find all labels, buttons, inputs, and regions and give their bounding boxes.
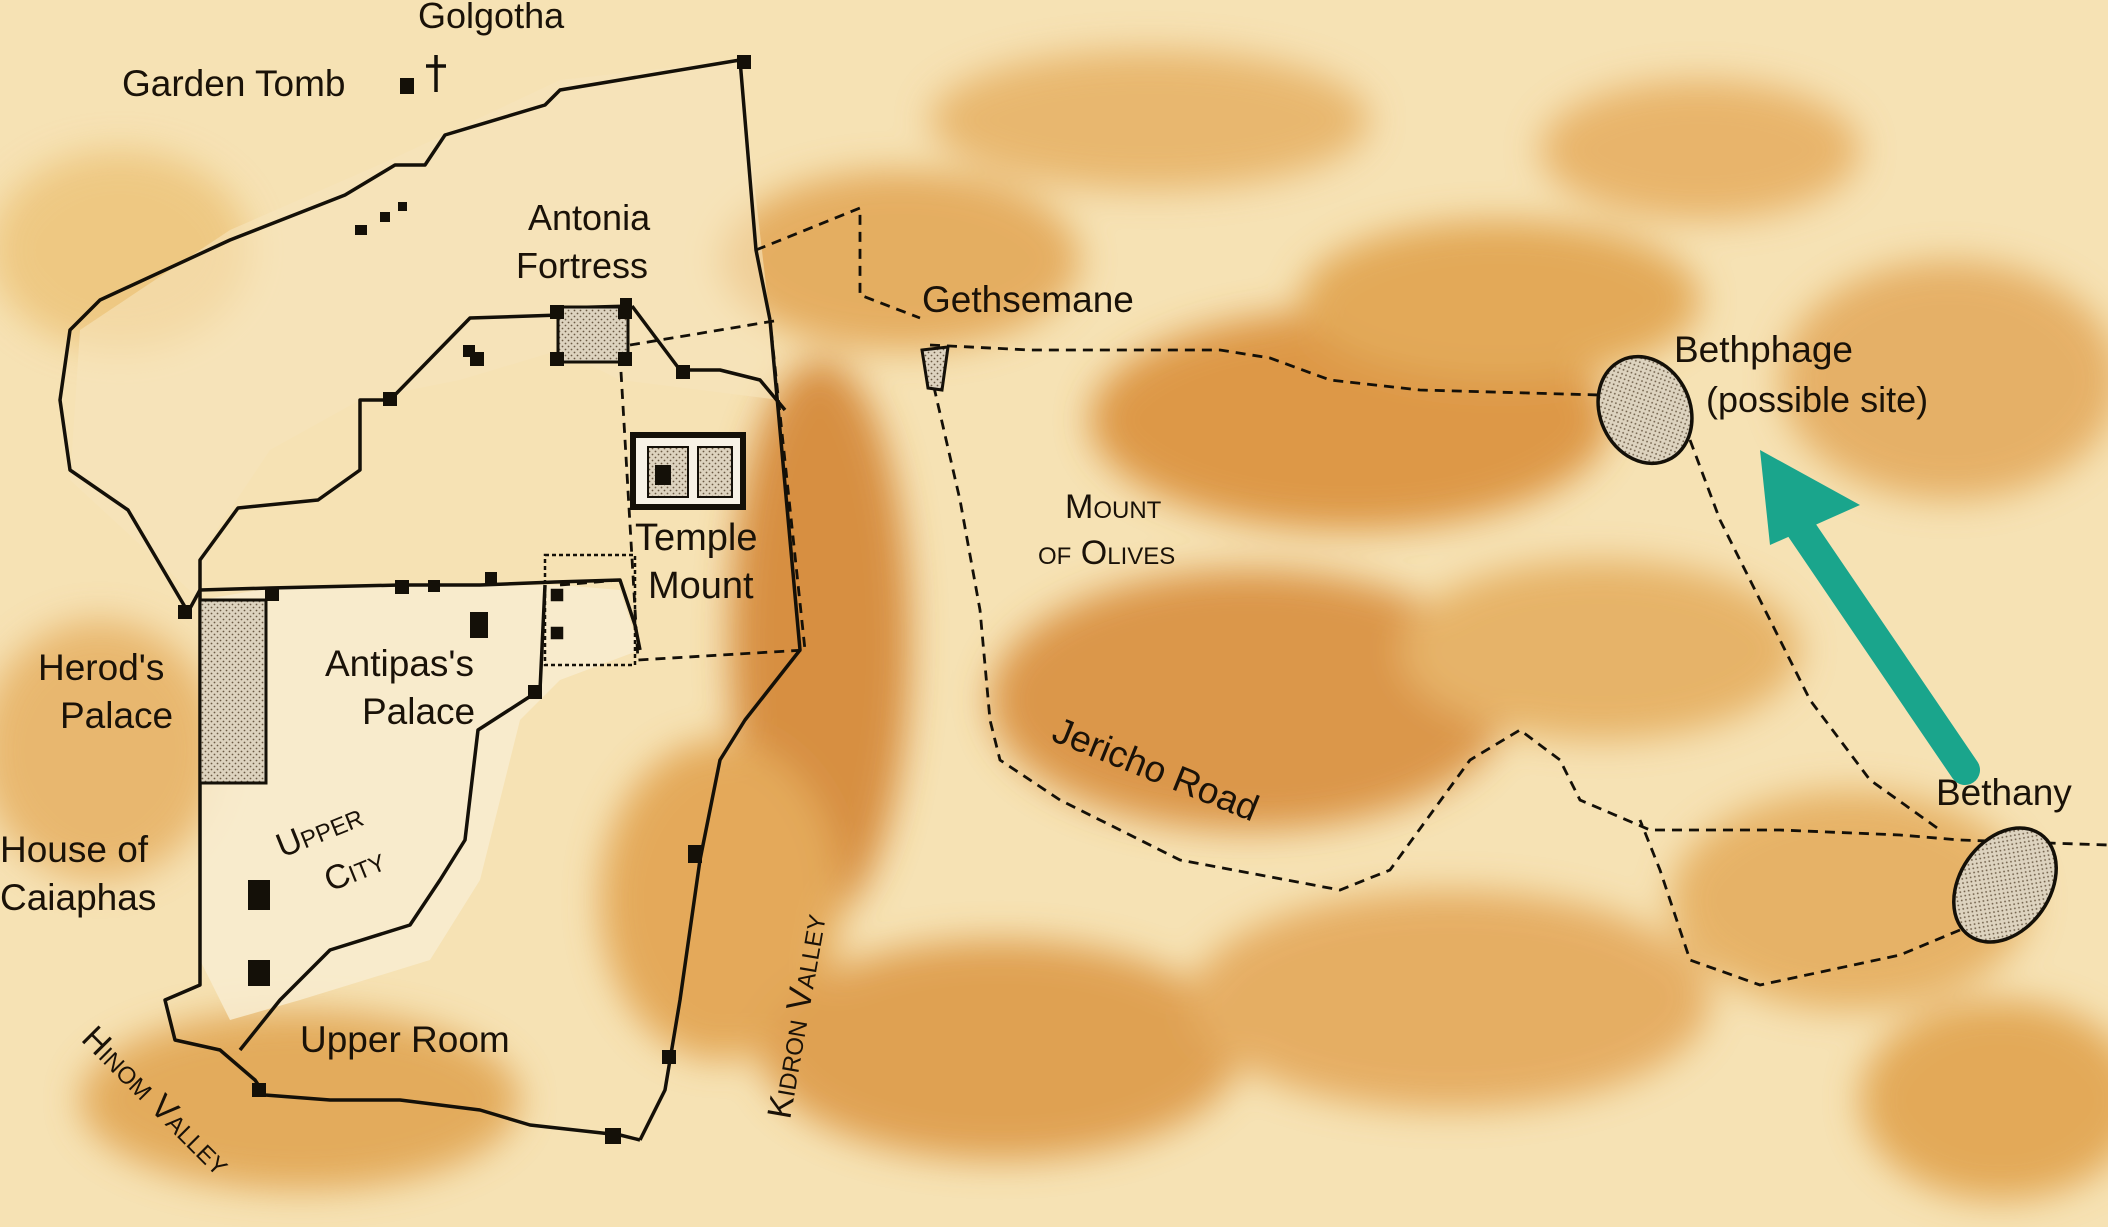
temple-mount-label-line1: Temple	[635, 517, 758, 559]
temple-mount-label-line2: Mount	[648, 565, 754, 607]
temple-building	[630, 432, 746, 510]
antipas-colonnade	[543, 553, 637, 667]
antonia-label-line2: Fortress	[516, 245, 648, 286]
herods-palace-label-line2: Palace	[60, 695, 173, 736]
garden-tomb-marker	[400, 78, 414, 94]
golgotha-label: Golgotha	[418, 0, 565, 36]
bethany-site	[1952, 826, 2058, 944]
bethphage-label-line2: (possible site)	[1706, 379, 1928, 420]
upper-room-label: Upper Room	[300, 1019, 510, 1060]
mount-olives-label-line2: of Olives	[1038, 534, 1175, 572]
caiaphas-label-line1: House of	[0, 829, 149, 870]
herods-palace-block	[198, 598, 268, 785]
bethphage-site	[1596, 354, 1694, 466]
cross-icon	[426, 55, 446, 92]
gethsemane-label: Gethsemane	[922, 279, 1134, 320]
antonia-fortress-block	[556, 305, 630, 364]
bethany-label: Bethany	[1936, 772, 2072, 813]
garden-tomb-label: Garden Tomb	[122, 63, 346, 104]
gethsemane-marker	[920, 345, 950, 392]
towers	[178, 55, 751, 1144]
dashed-paths	[559, 205, 2108, 987]
antonia-label-line1: Antonia	[528, 197, 651, 238]
bethphage-label-line1: Bethphage	[1674, 329, 1853, 370]
antipas-palace-label-line1: Antipas's	[325, 643, 474, 684]
mount-olives-label-line1: Mount	[1065, 488, 1162, 526]
herods-palace-label-line1: Herod's	[38, 647, 164, 688]
arrow-icon	[1760, 450, 1980, 785]
caiaphas-label-line2: Caiaphas	[0, 877, 156, 918]
antipas-palace-label-line2: Palace	[362, 691, 475, 732]
